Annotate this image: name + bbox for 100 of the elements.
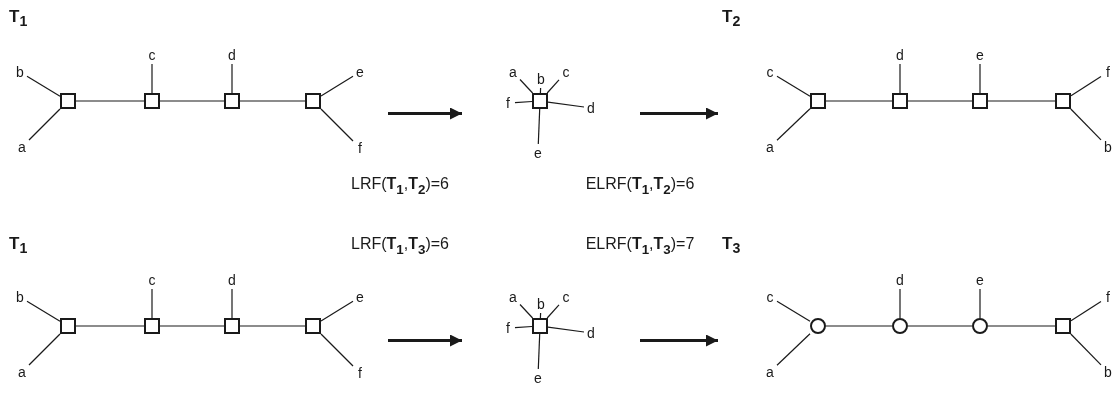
leaf-label: f bbox=[501, 94, 515, 112]
branch-line bbox=[239, 325, 306, 327]
score-label: LRF(T$_{1}$,T$_{2}$)=6 bbox=[351, 175, 449, 197]
branch-line bbox=[899, 288, 901, 319]
score-label: ELRF(T$_{1}$,T$_{2}$)=6 bbox=[585, 175, 695, 197]
branch-line bbox=[546, 79, 560, 94]
circle-node-marker bbox=[892, 318, 908, 334]
branch-line bbox=[1070, 300, 1102, 322]
square-node-marker bbox=[60, 93, 76, 109]
branch-line bbox=[899, 63, 901, 94]
branch-line bbox=[546, 304, 560, 319]
branch-line bbox=[539, 312, 542, 319]
branch-line bbox=[320, 300, 354, 322]
leaf-label: c bbox=[145, 46, 159, 64]
leaf-label: d bbox=[584, 99, 598, 117]
leaf-label: a bbox=[15, 363, 29, 381]
branch-line bbox=[239, 100, 306, 102]
square-node-marker bbox=[224, 93, 240, 109]
leaf-label: c bbox=[763, 288, 777, 306]
branch-line bbox=[159, 100, 225, 102]
tree-label: T$_{1}$ bbox=[9, 7, 28, 30]
square-node-marker bbox=[892, 93, 908, 109]
leaf-label: e bbox=[353, 63, 367, 81]
leaf-label: b bbox=[1101, 138, 1115, 156]
leaf-label: d bbox=[893, 46, 907, 64]
leaf-label: e bbox=[353, 288, 367, 306]
branch-line bbox=[320, 108, 354, 142]
branch-line bbox=[907, 100, 973, 102]
branch-line bbox=[75, 325, 145, 327]
branch-line bbox=[1070, 75, 1102, 97]
leaf-label: b bbox=[13, 288, 27, 306]
leaf-label: a bbox=[15, 138, 29, 156]
branch-line bbox=[519, 78, 534, 94]
square-node-marker bbox=[1055, 93, 1071, 109]
branch-line bbox=[825, 325, 893, 327]
branch-line bbox=[987, 100, 1056, 102]
leaf-label: d bbox=[225, 271, 239, 289]
leaf-label: f bbox=[353, 364, 367, 382]
leaf-label: e bbox=[531, 369, 545, 387]
square-node-marker bbox=[810, 93, 826, 109]
branch-line bbox=[231, 288, 233, 319]
leaf-label: a bbox=[506, 288, 520, 306]
branch-line bbox=[776, 108, 811, 141]
leaf-label: b bbox=[13, 63, 27, 81]
square-node-marker bbox=[1055, 318, 1071, 334]
leaf-label: f bbox=[1101, 63, 1115, 81]
leaf-label: d bbox=[893, 271, 907, 289]
branch-line bbox=[825, 100, 893, 102]
leaf-label: e bbox=[531, 144, 545, 162]
arrow bbox=[640, 334, 718, 347]
circle-node-marker bbox=[810, 318, 826, 334]
branch-line bbox=[514, 325, 533, 329]
arrow bbox=[388, 334, 462, 347]
leaf-label: b bbox=[534, 70, 548, 88]
arrow bbox=[640, 107, 718, 120]
tree-label: T$_{3}$ bbox=[722, 234, 741, 257]
branch-line bbox=[537, 333, 541, 370]
leaf-label: a bbox=[763, 138, 777, 156]
branch-line bbox=[75, 100, 145, 102]
leaf-label: f bbox=[1101, 288, 1115, 306]
branch-line bbox=[151, 63, 153, 94]
leaf-label: f bbox=[353, 139, 367, 157]
branch-line bbox=[776, 300, 811, 322]
square-node-marker bbox=[60, 318, 76, 334]
leaf-label: f bbox=[501, 319, 515, 337]
branch-line bbox=[320, 75, 354, 97]
branch-line bbox=[159, 325, 225, 327]
branch-line bbox=[537, 108, 541, 145]
leaf-label: d bbox=[225, 46, 239, 64]
leaf-label: b bbox=[1101, 363, 1115, 381]
square-node-marker bbox=[224, 318, 240, 334]
square-node-marker bbox=[144, 318, 160, 334]
leaf-label: c bbox=[559, 288, 573, 306]
leaf-label: a bbox=[763, 363, 777, 381]
leaf-label: c bbox=[559, 63, 573, 81]
square-node-marker bbox=[305, 93, 321, 109]
leaf-label: c bbox=[145, 271, 159, 289]
branch-line bbox=[28, 333, 61, 366]
tree-label: T$_{1}$ bbox=[9, 234, 28, 257]
branch-line bbox=[547, 101, 585, 108]
branch-line bbox=[776, 75, 811, 97]
branch-line bbox=[1070, 333, 1102, 366]
branch-line bbox=[514, 100, 533, 104]
leaf-label: c bbox=[763, 63, 777, 81]
branch-line bbox=[776, 333, 811, 366]
score-label: ELRF(T$_{1}$,T$_{3}$)=7 bbox=[585, 235, 695, 257]
square-node-marker bbox=[972, 93, 988, 109]
branch-line bbox=[519, 303, 534, 319]
branch-line bbox=[26, 300, 61, 322]
square-node-marker bbox=[144, 93, 160, 109]
branch-line bbox=[151, 288, 153, 319]
square-node-marker bbox=[305, 318, 321, 334]
tree-label: T$_{2}$ bbox=[722, 7, 741, 30]
branch-line bbox=[979, 288, 981, 319]
branch-line bbox=[979, 63, 981, 94]
square-node-marker bbox=[532, 93, 548, 109]
leaf-label: e bbox=[973, 46, 987, 64]
branch-line bbox=[987, 325, 1056, 327]
branch-line bbox=[547, 326, 585, 333]
branch-line bbox=[320, 333, 354, 367]
